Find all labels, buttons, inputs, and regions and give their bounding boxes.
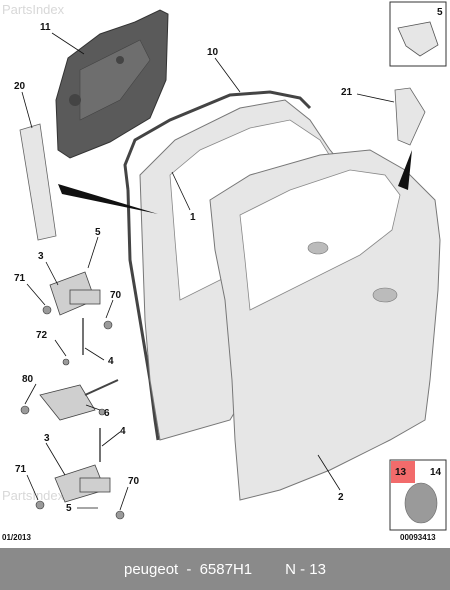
part-13-14-box	[389, 459, 447, 531]
callout-4a: 4	[108, 356, 114, 367]
callout-70b: 70	[128, 476, 140, 487]
door-check-6	[39, 379, 119, 421]
callout-70a: 70	[110, 290, 122, 301]
callout-5a: 5	[95, 227, 101, 238]
callout-2: 2	[338, 492, 344, 503]
corner-trim-21	[394, 87, 426, 146]
bolts	[20, 305, 125, 520]
ref-code: 00093413	[400, 533, 436, 542]
footer-sep: -	[182, 560, 196, 578]
footer-brand: peugeot	[124, 560, 179, 578]
callout-21: 21	[341, 87, 353, 98]
callout-80: 80	[22, 374, 34, 385]
trim-strip-20	[19, 123, 57, 241]
callout-13[interactable]: 13	[395, 467, 407, 478]
callout-4b: 4	[120, 426, 126, 437]
leader-lines	[21, 32, 395, 511]
callout-71b: 71	[15, 464, 27, 475]
footer-bar: peugeot - 6587H1 N - 13	[0, 548, 450, 590]
lower-hinge-3	[54, 464, 111, 503]
callout-5-box: 5	[437, 7, 443, 18]
callout-20: 20	[14, 81, 26, 92]
callout-71a: 71	[14, 273, 26, 284]
part-5-box	[389, 1, 447, 67]
callout-3b: 3	[44, 433, 50, 444]
callout-3a: 3	[38, 251, 44, 262]
callout-11: 11	[40, 22, 51, 33]
callout-1: 1	[190, 212, 196, 223]
callout-6: 6	[104, 408, 110, 419]
footer-part-number: 6587H1	[199, 560, 253, 578]
callout-10: 10	[207, 47, 219, 58]
watermark-top: PartsIndex	[2, 2, 65, 17]
callout-72: 72	[36, 330, 48, 341]
inner-panel-11	[55, 9, 169, 159]
highlight-13	[391, 461, 415, 483]
pointer-21	[398, 150, 412, 190]
pointer-1	[58, 184, 158, 214]
callout-5b: 5	[66, 503, 72, 514]
footer-page: N - 13	[285, 560, 326, 578]
parts-diagram: PartsIndex PartsIndex	[2, 1, 447, 542]
callout-14[interactable]: 14	[430, 467, 442, 478]
upper-hinge-3	[49, 271, 101, 316]
watermark-bottom: PartsIndex	[2, 488, 65, 503]
date-code: 01/2013	[2, 533, 31, 542]
door-seal-10	[123, 90, 312, 441]
